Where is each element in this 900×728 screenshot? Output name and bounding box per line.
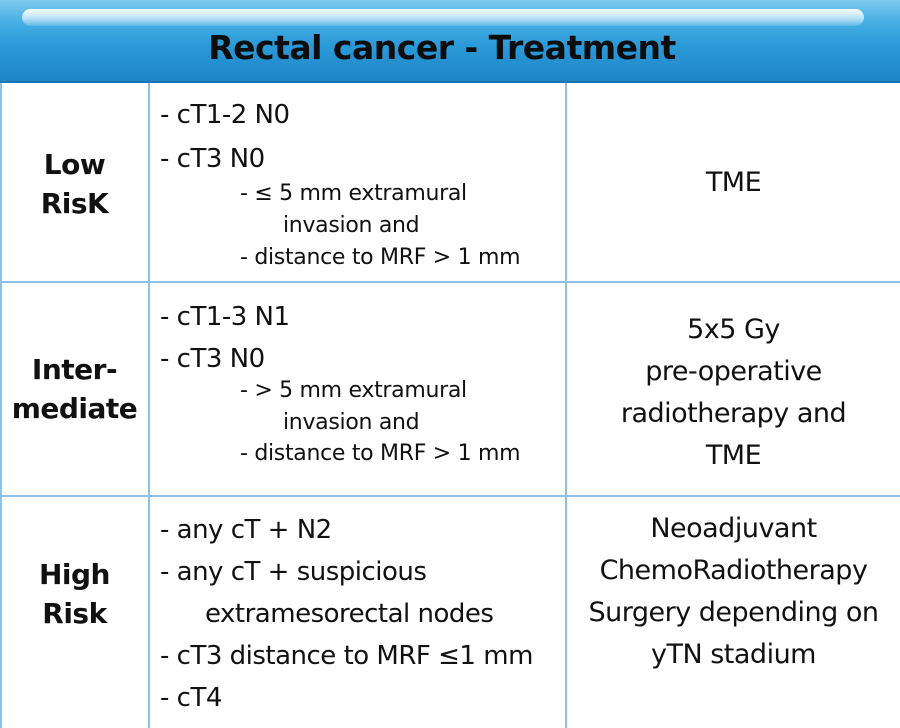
treatment-line: pre-operative [645, 356, 822, 387]
treatment-line: Surgery depending on [588, 597, 879, 628]
row-divider-1 [0, 281, 900, 283]
treatment-line: TME [705, 167, 762, 198]
treatment-line: ChemoRadiotherapy [599, 555, 868, 586]
risk-level-high: High Risk [0, 555, 149, 633]
criteria-item: - any cT + suspicious [160, 557, 427, 587]
risk-label-line: Risk [42, 597, 107, 630]
criteria-subitem: - ≤ 5 mm extramural [240, 181, 467, 206]
criteria-subitem: invasion and [283, 213, 420, 238]
risk-label-line: RisK [40, 187, 109, 220]
criteria-subitem: - > 5 mm extramural [240, 378, 467, 403]
risk-label-line: Inter- [31, 353, 118, 386]
treatment-table: Low RisK - cT1-2 N0 - cT3 N0 - ≤ 5 mm ex… [0, 83, 900, 728]
risk-level-low: Low RisK [0, 145, 149, 223]
criteria-item: - cT1-3 N1 [160, 302, 290, 332]
treatment-low: TME [567, 162, 900, 204]
criteria-item: - cT3 N0 [160, 144, 265, 174]
criteria-subitem: invasion and [283, 410, 420, 435]
criteria-item: extramesorectal nodes [205, 599, 494, 629]
treatment-line: Neoadjuvant [650, 513, 817, 544]
treatment-high: Neoadjuvant ChemoRadiotherapy Surgery de… [567, 508, 900, 676]
column-divider-2 [565, 83, 567, 728]
treatment-line: 5x5 Gy [687, 314, 780, 345]
criteria-subitem: - distance to MRF > 1 mm [240, 441, 521, 466]
column-divider-1 [148, 83, 150, 728]
criteria-item: - cT4 [160, 683, 222, 713]
banner-highlight [22, 9, 864, 26]
treatment-line: yTN stadium [650, 639, 817, 670]
risk-level-intermediate: Inter- mediate [0, 350, 149, 428]
treatment-line: radiotherapy and [620, 398, 847, 429]
row-divider-2 [0, 495, 900, 497]
criteria-item: - cT3 distance to MRF ≤1 mm [160, 641, 533, 671]
risk-label-line: mediate [11, 392, 138, 425]
risk-label-line: Low [43, 148, 106, 181]
treatment-line: TME [705, 440, 762, 471]
title-banner: Rectal cancer - Treatment [0, 0, 900, 83]
criteria-item: - cT3 N0 [160, 344, 265, 374]
risk-label-line: High [38, 558, 111, 591]
criteria-item: - cT1-2 N0 [160, 100, 290, 130]
table-border-left [0, 83, 2, 728]
page-title: Rectal cancer - Treatment [208, 28, 676, 67]
criteria-subitem: - distance to MRF > 1 mm [240, 245, 521, 270]
criteria-item: - any cT + N2 [160, 515, 332, 545]
treatment-intermediate: 5x5 Gy pre-operative radiotherapy and TM… [567, 309, 900, 477]
